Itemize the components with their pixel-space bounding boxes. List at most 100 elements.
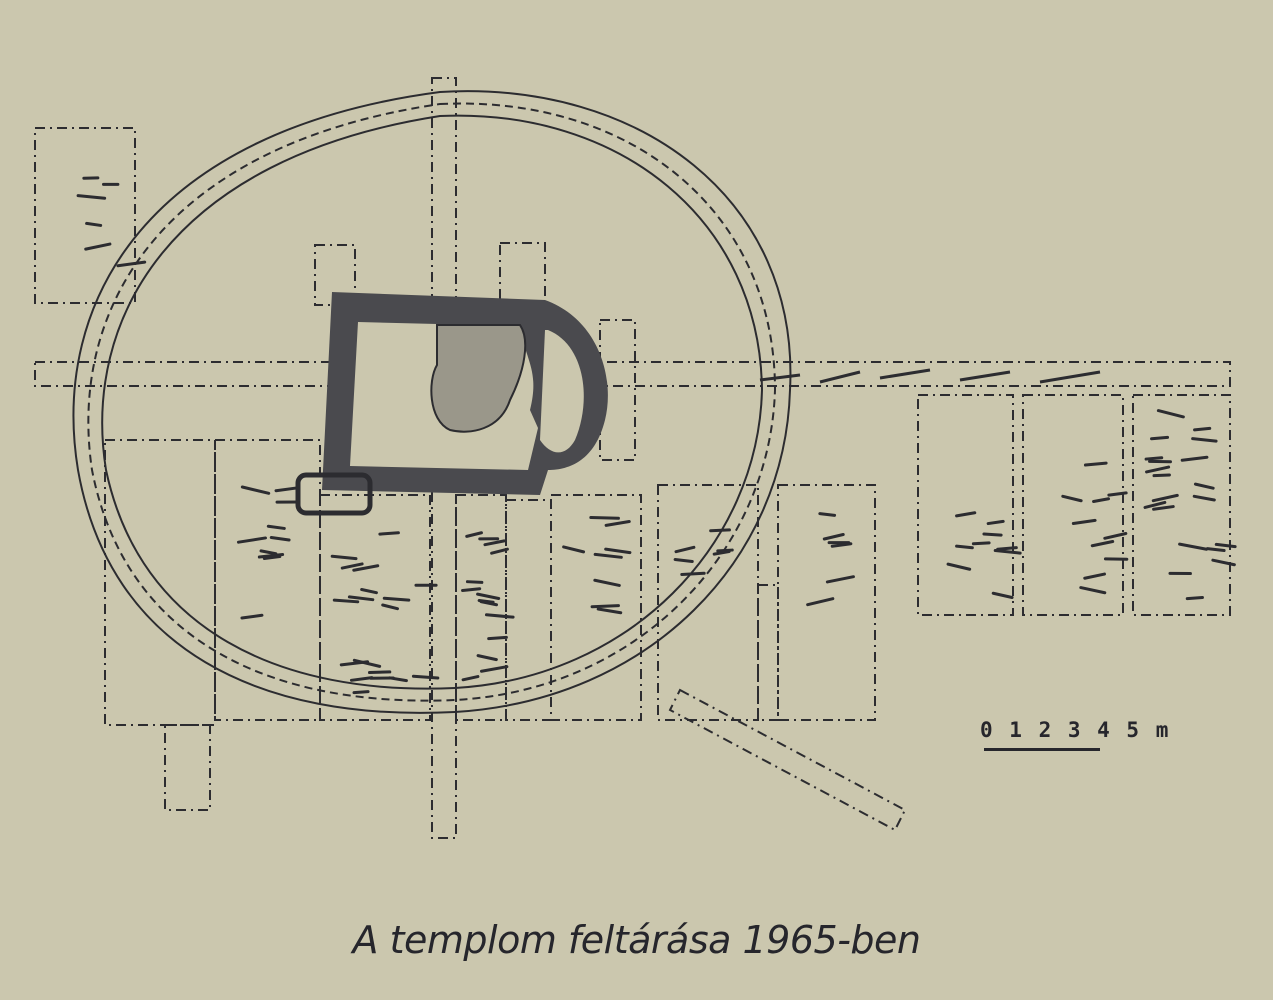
grave-mark (1092, 497, 1111, 503)
grave-mark (240, 485, 271, 495)
grave-mark (387, 676, 408, 683)
grave-mark (1205, 547, 1226, 553)
grave-mark (1178, 542, 1209, 551)
grave-mark (476, 654, 498, 662)
grave-mark (347, 595, 375, 602)
grave-mark (955, 511, 977, 518)
east-trench-band (759, 368, 1101, 384)
grave-mark (946, 562, 972, 571)
grave-mark (381, 603, 400, 611)
diagonal-trench (668, 688, 907, 832)
church-ground-plan (295, 292, 608, 516)
grave-mark (76, 194, 107, 200)
grave-mark (1191, 437, 1218, 443)
grave-mark (1211, 558, 1236, 567)
grave-mark (479, 600, 498, 607)
grave-mark (257, 552, 285, 559)
grave-mark (825, 575, 855, 584)
grave-mark (1071, 518, 1097, 526)
grave-mark (971, 541, 991, 546)
grave-mark (487, 635, 508, 641)
grave-mark (593, 578, 621, 587)
grave-mark (84, 242, 112, 251)
grave-mark (1193, 426, 1212, 432)
grave-mark (993, 549, 1022, 555)
grave-mark (1061, 494, 1083, 503)
grave-mark (830, 542, 853, 548)
grave-mark (1185, 595, 1204, 601)
grave-mark (340, 562, 364, 570)
grave-mark (604, 520, 631, 527)
grave-mark (367, 670, 392, 675)
grave-mark (1107, 491, 1128, 497)
grave-mark (339, 660, 370, 667)
grave-mark (266, 524, 286, 530)
grave-mark (991, 591, 1014, 600)
trench-outlines (34, 77, 1231, 839)
grave-mark (709, 528, 731, 533)
grave-mark (1145, 465, 1171, 474)
grave-mark (590, 604, 620, 609)
grave-mark (1150, 435, 1170, 441)
grave-mark (806, 597, 835, 607)
grave-mark (1152, 505, 1175, 511)
grave-mark (85, 221, 103, 227)
grave-mark (483, 539, 506, 547)
grave-mark (236, 536, 268, 544)
grave-mark (352, 564, 380, 572)
grave-mark (712, 550, 731, 556)
grave-mark (680, 571, 706, 576)
grave-mark (352, 690, 370, 695)
grave-mark (1144, 456, 1164, 461)
scale-bar (984, 748, 1100, 751)
grave-mark (1103, 531, 1128, 540)
grave-mark (461, 675, 480, 682)
grave-mark (818, 512, 837, 517)
grave-mark (465, 531, 483, 538)
grave-mark (1090, 540, 1115, 548)
grave-mark (822, 533, 845, 541)
grave-mark (596, 607, 623, 615)
grave-mark (259, 549, 278, 556)
caption: A templom feltárása 1965-ben (352, 918, 921, 962)
grave-mark (411, 674, 440, 680)
grave-mark (1180, 455, 1209, 462)
grave-mark (349, 676, 374, 682)
grave-mark (982, 532, 1003, 537)
scale-label: 0 1 2 3 4 5 m (980, 718, 1171, 742)
grave-mark (479, 665, 509, 673)
grave-mark (1214, 542, 1237, 549)
grave-mark (1083, 461, 1108, 467)
grave-mark (674, 545, 696, 554)
grave-mark (604, 547, 632, 555)
grave-mark (240, 613, 264, 620)
grave-mark (1079, 586, 1107, 595)
grave-mark (716, 548, 734, 553)
grave-mark (986, 519, 1005, 526)
grave-mark (382, 596, 411, 602)
grave-mark (955, 544, 974, 550)
grave-mark (330, 554, 358, 561)
grave-mark (1152, 473, 1171, 478)
grave-mark (1193, 482, 1215, 490)
grave-mark (262, 555, 282, 561)
grave-mark (1192, 494, 1216, 502)
grave-mark (378, 531, 400, 536)
grave-mark (360, 588, 378, 595)
enclosure-wall (72, 90, 792, 714)
grave-mark (490, 547, 509, 555)
grave-mark (484, 613, 515, 619)
grave-mark (332, 598, 360, 604)
grave-mark (589, 516, 620, 520)
grave-mark (465, 580, 484, 584)
grave-mark (593, 552, 623, 559)
grave-mark (476, 592, 501, 600)
grave-mark (1143, 500, 1167, 509)
grave-markings (76, 176, 1237, 695)
grave-mark (116, 260, 147, 268)
grave-mark (461, 587, 482, 592)
grave-mark (269, 536, 291, 542)
grave-mark (1083, 572, 1106, 580)
grave-mark (673, 557, 694, 564)
